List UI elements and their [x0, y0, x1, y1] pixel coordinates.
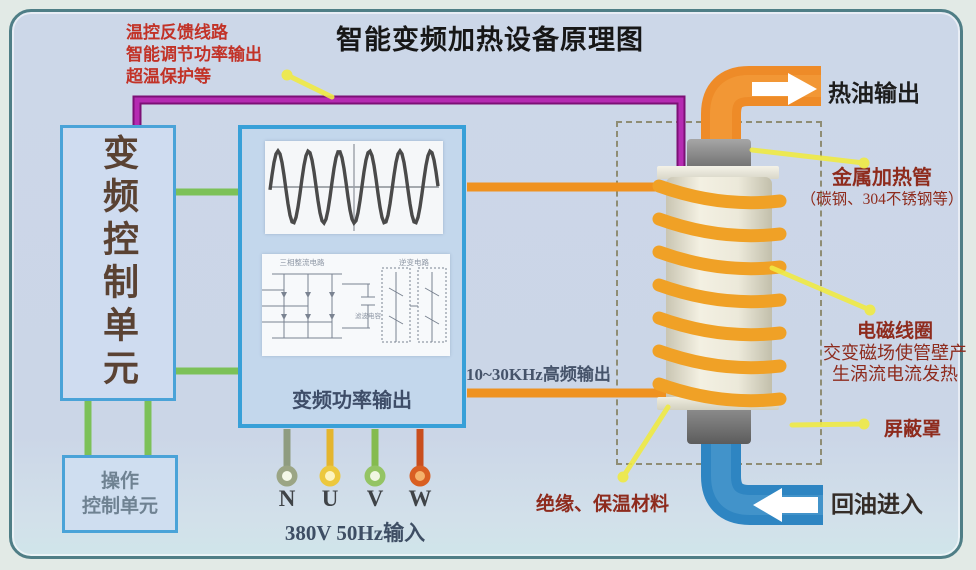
coil-line3: 生涡流电流发热 [832, 364, 958, 384]
operation-unit-line2: 控制单元 [81, 496, 158, 517]
metal-tube-line2: （碳钢、304不锈钢等） [800, 191, 964, 208]
phase-label-v: V [366, 486, 384, 511]
filter-label: 滤波电容 [355, 311, 382, 320]
return-oil-pipe-highlight [711, 438, 823, 515]
feedback-note-line1: 温控反馈线路 [126, 23, 228, 42]
coil-line2: 交变磁场使管壁产 [823, 342, 967, 363]
inverter-schematic-label: 逆变电路 [399, 257, 429, 267]
hf-output-label: 10~30KHz高频输出 [466, 365, 611, 384]
inverter-output-label: 变频功率输出 [292, 390, 412, 412]
circuit-panel: 三相整流电路 滤波电容 逆变电路 [262, 254, 450, 356]
inverter-control-unit-label: 变频控制单元 [98, 134, 138, 392]
operation-unit-line1: 操作 [100, 471, 139, 492]
coil-line1: 电磁线圈 [856, 321, 933, 342]
hot-oil-pipe-highlight [710, 75, 821, 154]
terminal-N [276, 429, 298, 487]
phase-label-n: N [278, 486, 296, 511]
return-oil-flow-arrow [753, 488, 818, 522]
rectifier-label: 三相整流电路 [280, 257, 325, 267]
inverter-control-unit-box: 变频控制单元 [60, 125, 176, 401]
oil-return-label: 回油进入 [831, 492, 923, 517]
sine-wave [268, 144, 440, 231]
phase-label-u: U [321, 486, 339, 511]
inverter-schematic: 三相整流电路 滤波电容 逆变电路 [262, 257, 447, 343]
arrow-to-feedback-wire [284, 72, 335, 100]
terminal-V [364, 429, 386, 487]
arrow-to-shield-label [789, 421, 867, 428]
feedback-note-line2: 智能调节功率输出 [126, 45, 262, 64]
arrow-to-insulation-label [620, 404, 671, 480]
waveform-panel [265, 141, 443, 234]
hot-oil-out-label: 热油输出 [828, 81, 920, 106]
mains-input-label: 380V 50Hz输入 [284, 521, 426, 545]
feedback-note-line3: 超温保护等 [126, 67, 211, 86]
feedback-notes: 温控反馈线路 智能调节功率输出 超温保护等 [126, 22, 262, 88]
heater-top-flange [657, 166, 779, 179]
feedback-wire [134, 97, 684, 171]
arrow-to-coil-label [769, 265, 873, 313]
operation-control-unit-box: 操作 控制单元 [62, 455, 178, 533]
hot-oil-flow-arrow [752, 73, 817, 105]
terminal-W [409, 429, 431, 487]
heater-bottom-cap [687, 410, 751, 444]
phase-label-w: W [408, 486, 432, 511]
arrow-to-metal-tube [749, 147, 867, 166]
insulation-label: 绝缘、保温材料 [536, 494, 670, 515]
page-title: 智能变频加热设备原理图 [336, 25, 644, 55]
inverter-power-box: 三相整流电路 滤波电容 逆变电路 变频功率输出 [238, 125, 466, 428]
heater-top-cap [687, 139, 751, 169]
terminal-U [319, 429, 341, 487]
shield-label: 屏蔽罩 [884, 419, 942, 440]
coil-label: 电磁线圈 交变磁场使管壁产 生涡流电流发热 [810, 321, 976, 386]
metal-tube-line1: 金属加热管 [832, 167, 932, 189]
metal-tube-label: 金属加热管 （碳钢、304不锈钢等） [786, 167, 976, 211]
